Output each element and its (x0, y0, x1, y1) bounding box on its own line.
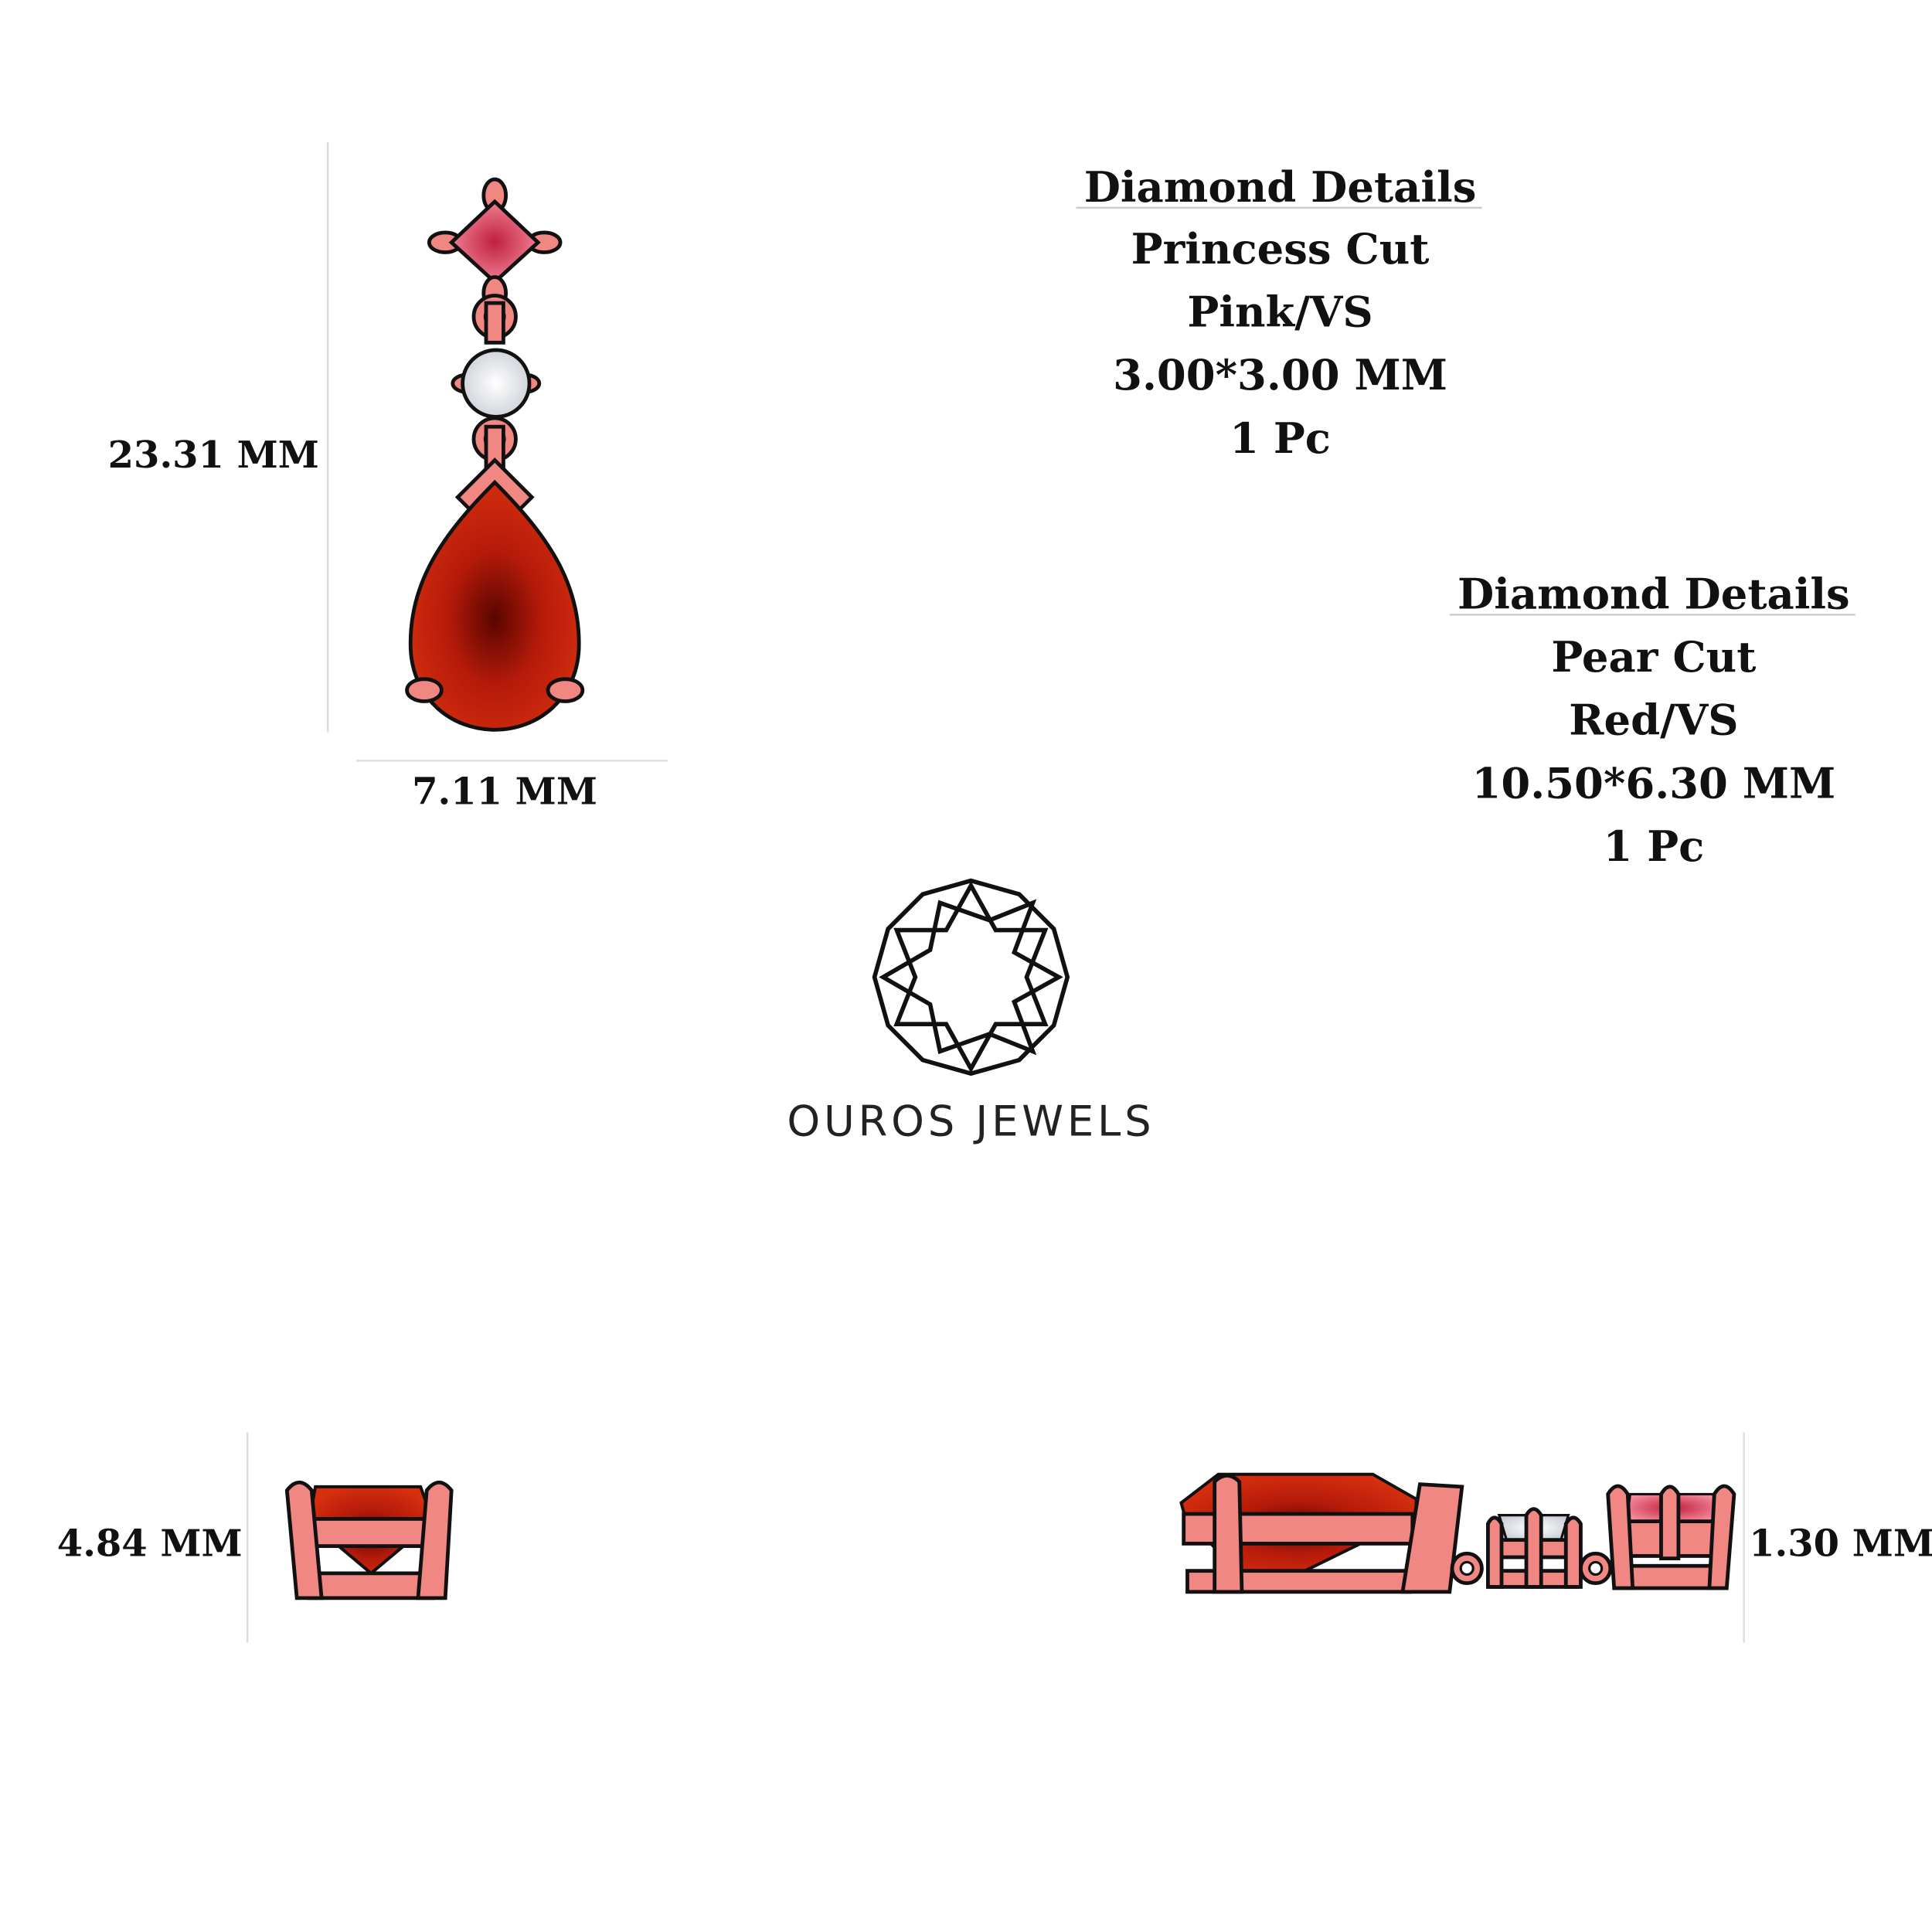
pendant-front-view: 23.31 MM 7.11 MM (108, 142, 668, 813)
round-diamond (451, 348, 542, 419)
quantity-label: 1 Pc (1230, 413, 1331, 463)
details-heading: Diamond Details (1458, 569, 1850, 618)
brand-name: OUROS JEWELS (787, 1096, 1155, 1145)
quantity-label: 1 Pc (1603, 821, 1704, 871)
color-clarity-label: Pink/VS (1187, 287, 1372, 337)
link-upper (471, 294, 518, 345)
size-label: 10.50*6.30 MM (1472, 758, 1836, 808)
princess-stone (427, 177, 563, 311)
profile-thickness-label: 1.30 MM (1749, 1522, 1932, 1565)
cut-label: Princess Cut (1131, 224, 1430, 274)
side-height-label: 4.84 MM (57, 1522, 243, 1565)
pear-ruby (408, 479, 581, 732)
pear-details: Diamond Details Pear Cut Red/VS 10.50*6.… (1449, 569, 1855, 871)
prong (405, 677, 444, 703)
details-heading: Diamond Details (1084, 162, 1477, 212)
profile-view: 1.30 MM (1179, 1432, 1932, 1643)
size-label: 3.00*3.00 MM (1113, 350, 1447, 400)
pendant-length-label: 23.31 MM (108, 434, 319, 477)
prong (546, 677, 585, 703)
brand-logo (872, 878, 1070, 1077)
pendant-width-label: 7.11 MM (412, 770, 597, 813)
cut-label: Pear Cut (1551, 632, 1756, 682)
side-view: 4.84 MM (57, 1432, 454, 1643)
princess-details: Diamond Details Princess Cut Pink/VS 3.0… (1076, 162, 1482, 463)
logo-gem-icon (872, 878, 1070, 1077)
color-clarity-label: Red/VS (1569, 696, 1738, 745)
